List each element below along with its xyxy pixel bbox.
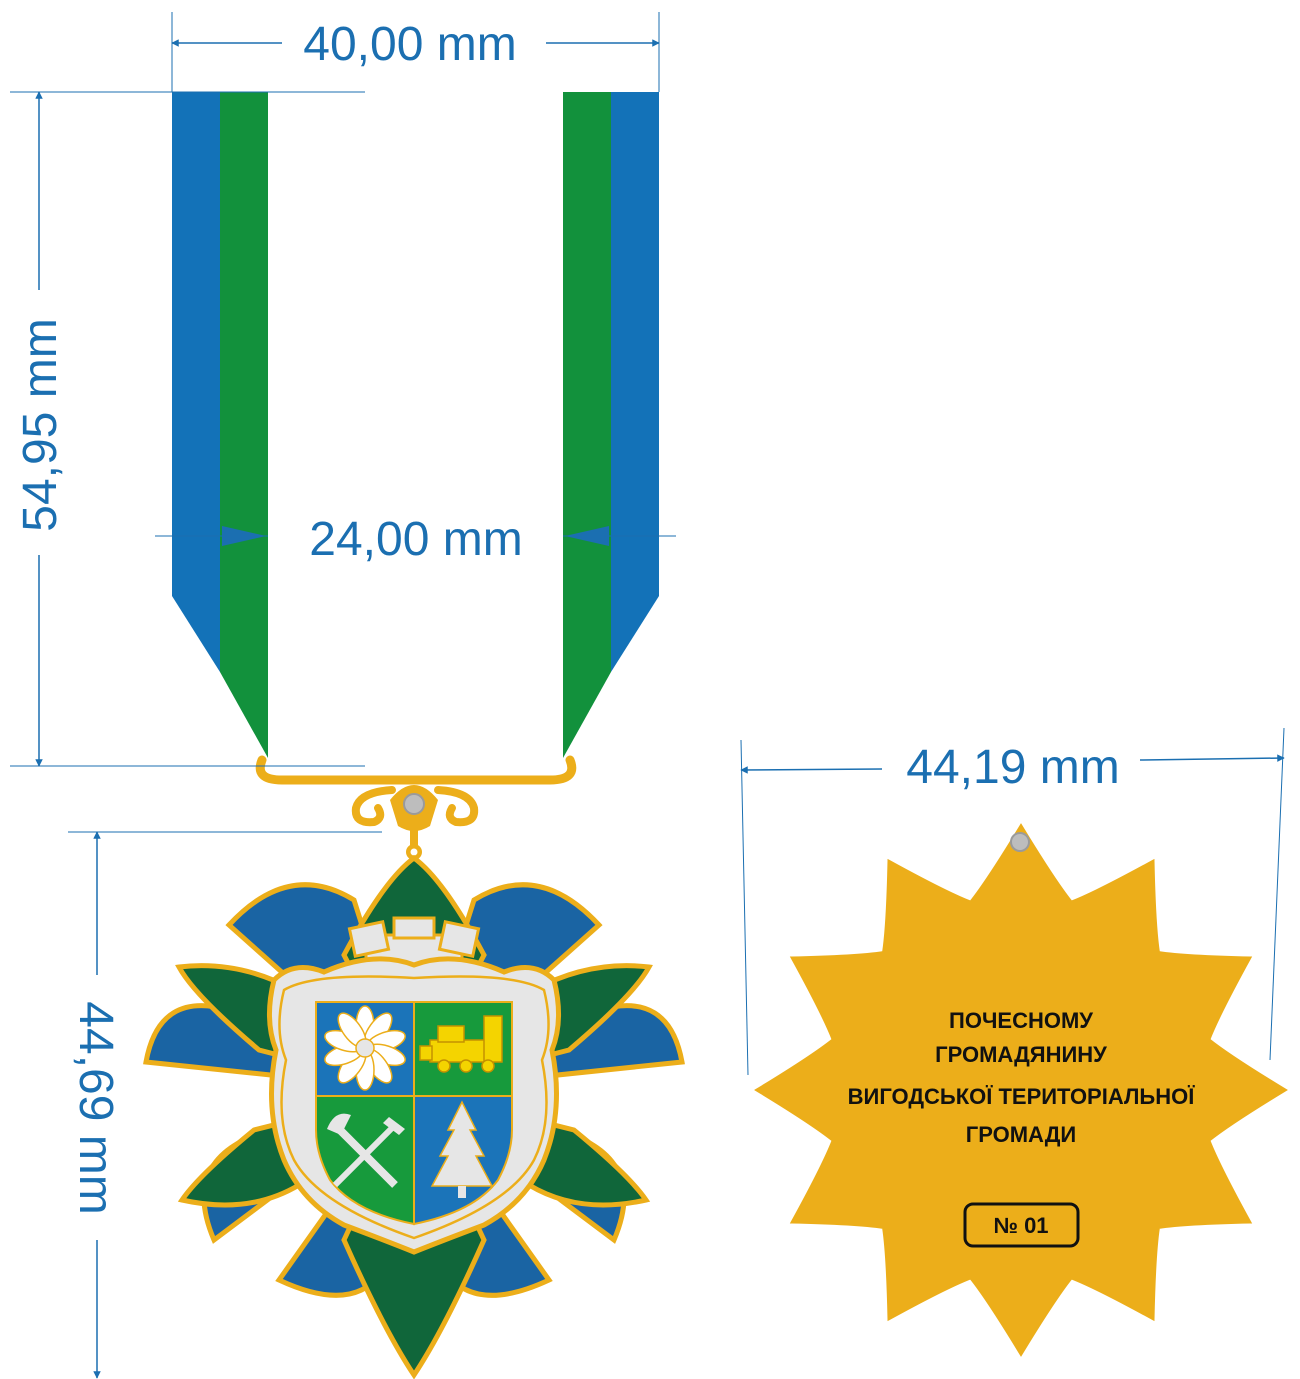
fir-tree-icon: [430, 1100, 494, 1198]
coat-of-arms: [266, 916, 562, 1255]
ribbon: [172, 92, 659, 758]
ribbon-left-blue-stripe: [172, 92, 220, 672]
reverse-line-1: ПОЧЕСНОМУ: [949, 1008, 1093, 1033]
ribbon-left-green-stripe: [220, 92, 268, 758]
dimension-ribbon-inner: 24,00 mm: [155, 513, 676, 566]
dimension-width-total: 40,00 mm: [171, 12, 660, 92]
dimension-medal-height: 44,69 mm: [68, 831, 382, 1379]
edelweiss-icon: [324, 1005, 406, 1091]
dim-label-ribbon-height: 54,95 mm: [14, 318, 67, 531]
reverse-star-shape: [754, 823, 1288, 1357]
dim-label-ribbon-inner: 24,00 mm: [309, 513, 522, 566]
suspension-bar: [255, 755, 577, 860]
reverse-line-3: ВИГОДСЬКОЇ ТЕРИТОРІАЛЬНОЇ: [848, 1084, 1196, 1109]
dim-label-reverse-width: 44,19 mm: [906, 741, 1119, 794]
number-plate: [963, 1202, 1080, 1248]
dimension-ribbon-height: 54,95 mm: [10, 91, 365, 767]
reverse-line-2: ГРОМАДЯНИНУ: [935, 1042, 1107, 1067]
medal-reverse: ПОЧЕСНОМУ ГРОМАДЯНИНУ ВИГОДСЬКОЇ ТЕРИТОР…: [754, 823, 1288, 1357]
serial-number: № 01: [993, 1213, 1048, 1238]
ribbon-right-green-stripe: [563, 92, 611, 758]
reverse-hole: [1010, 832, 1030, 852]
ribbon-right-blue-stripe: [611, 92, 659, 672]
dim-label-medal-height: 44,69 mm: [69, 1001, 122, 1214]
medal-obverse: [143, 854, 685, 1379]
reverse-line-4: ГРОМАДИ: [966, 1122, 1076, 1147]
axe-and-saw-icon: [327, 1113, 405, 1188]
dimension-reverse-width: 44,19 mm: [740, 727, 1285, 1076]
dim-label-width-total: 40,00 mm: [303, 18, 516, 71]
locomotive-icon: [419, 1015, 503, 1073]
